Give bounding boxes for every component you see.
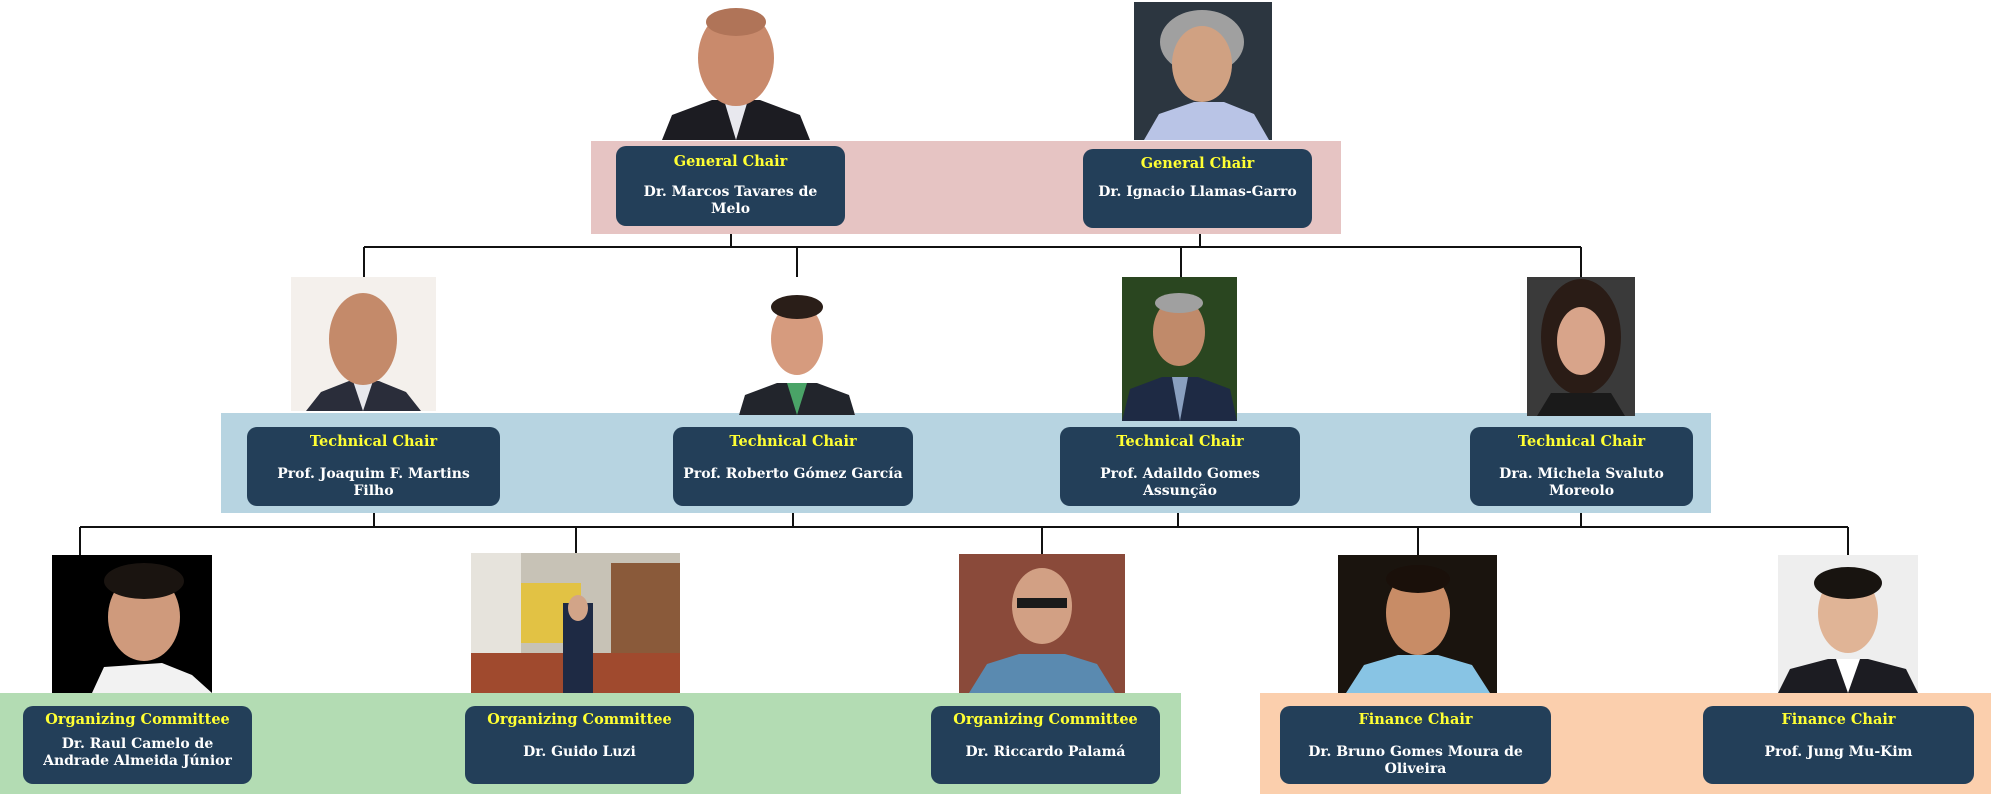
person-name: Prof. Joaquim F. Martins Filho (277, 466, 470, 499)
person-name: Prof. Adaildo Gomes Assunção (1100, 466, 1260, 499)
person-name: Dr. Bruno Gomes Moura de Oliveira (1308, 744, 1523, 777)
finance-chair-2-photo (1778, 555, 1918, 693)
person-name: Dr. Guido Luzi (523, 744, 636, 760)
organizing-committee-card-2: Organizing Committee Dr. Guido Luzi (465, 706, 694, 784)
person-name: Dra. Michela Svaluto Moreolo (1499, 466, 1664, 499)
person-name: Prof. Roberto Gómez García (683, 466, 903, 482)
technical-chair-3-photo (1122, 277, 1237, 421)
organizing-member-3-photo (959, 554, 1125, 693)
organizing-member-2-photo (471, 553, 680, 693)
general-chair-card-2: General Chair Dr. Ignacio Llamas-Garro (1083, 149, 1312, 228)
role-label: Technical Chair (729, 433, 857, 450)
person-name: Dr. Riccardo Palamá (965, 744, 1126, 760)
organizing-committee-card-1: Organizing Committee Dr. Raul Camelo de … (23, 706, 252, 784)
technical-chair-card-3: Technical Chair Prof. Adaildo Gomes Assu… (1060, 427, 1300, 506)
role-label: Organizing Committee (487, 711, 672, 728)
role-label: Technical Chair (309, 433, 438, 450)
general-chair-1-photo (662, 0, 810, 140)
role-label: General Chair (673, 153, 788, 170)
general-chair-2-photo (1134, 2, 1272, 140)
organizing-member-1-photo (52, 555, 212, 693)
general-chair-card-1: General Chair Dr. Marcos Tavares de Melo (616, 146, 845, 226)
technical-chair-card-4: Technical Chair Dra. Michela Svaluto Mor… (1470, 427, 1693, 506)
finance-chair-1-photo (1338, 555, 1497, 693)
role-label: General Chair (1140, 155, 1255, 172)
finance-chair-card-1: Finance Chair Dr. Bruno Gomes Moura de O… (1280, 706, 1551, 784)
person-name: Dr. Raul Camelo de Andrade Almeida Júnio… (43, 736, 232, 769)
technical-chair-1-photo (291, 277, 436, 411)
person-name: Dr. Ignacio Llamas-Garro (1098, 184, 1297, 200)
technical-chair-card-1: Technical Chair Prof. Joaquim F. Martins… (247, 427, 500, 506)
role-label: Technical Chair (1517, 433, 1646, 450)
role-label: Finance Chair (1358, 711, 1473, 728)
technical-chair-2-photo (739, 277, 855, 415)
finance-chair-card-2: Finance Chair Prof. Jung Mu-Kim (1703, 706, 1974, 784)
role-label: Organizing Committee (953, 711, 1138, 728)
technical-chair-card-2: Technical Chair Prof. Roberto Gómez Garc… (673, 427, 913, 506)
organizing-committee-card-3: Organizing Committee Dr. Riccardo Palamá (931, 706, 1160, 784)
role-label: Organizing Committee (45, 711, 230, 728)
person-name: Prof. Jung Mu-Kim (1764, 744, 1913, 760)
role-label: Technical Chair (1116, 433, 1244, 450)
role-label: Finance Chair (1781, 711, 1896, 728)
technical-chair-4-photo (1527, 277, 1635, 416)
person-name: Dr. Marcos Tavares de Melo (643, 184, 818, 217)
